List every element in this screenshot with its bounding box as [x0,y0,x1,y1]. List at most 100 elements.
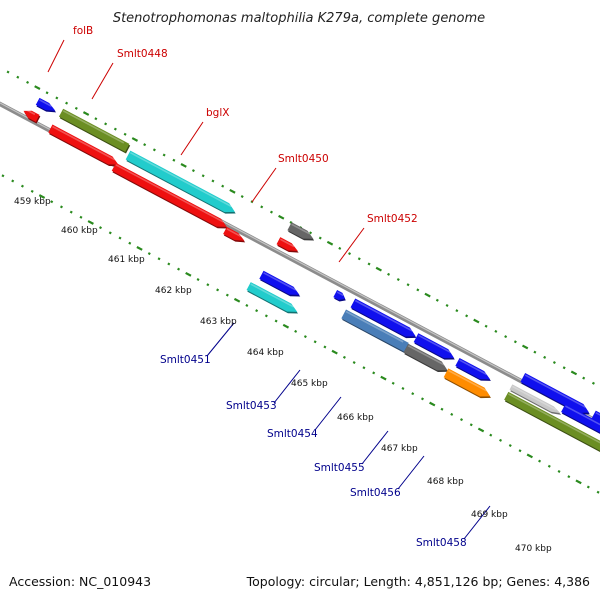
upper-scale-tick [357,257,361,261]
gene-feature-body [520,373,590,413]
lower-scale-tick [118,236,122,240]
upper-scale-tick [533,350,537,354]
upper-scale-tick [396,278,400,282]
gene-feature-red [223,226,246,243]
upper-scale-tick [455,309,459,313]
kbp-label: 461 kbp [108,255,145,265]
gene-feature-body [350,298,416,337]
lower-scale-tick [20,184,24,188]
gene-feature-body [443,368,491,397]
kbp-label: 465 kbp [291,379,328,389]
label-leader-line [361,430,389,465]
lower-scale-tick [206,283,210,287]
lower-scale-tick [245,303,249,307]
lower-scale-tick [380,375,387,381]
gene-feature-blue [455,357,491,381]
upper-scale-tick [424,292,431,298]
upper-scale-tick [591,381,595,385]
gene-feature-cyan [125,150,236,214]
gene-label-smlt0454: Smlt0454 [267,428,318,440]
gene-label-smlt0452: Smlt0452 [367,213,418,225]
lower-scale-tick [294,329,298,333]
upper-scale-tick [104,122,108,126]
gene-feature-blue [333,290,346,302]
kbp-label: 470 kbp [515,544,552,554]
upper-scale-tick [318,236,322,240]
upper-scale-tick [338,246,342,250]
upper-scale-tick [180,163,187,168]
lower-scale-tick [518,449,522,453]
upper-scale-tick [45,91,49,95]
lower-scale-tick [489,433,493,437]
gene-feature-olive [58,108,131,154]
gene-label-smlt0450: Smlt0450 [278,153,329,165]
upper-scale-tick [406,283,410,287]
upper-scale-tick [172,158,176,162]
gene-label-smlt0455: Smlt0455 [314,462,365,474]
lower-scale-tick [157,257,161,261]
kbp-label: 462 kbp [155,286,192,296]
upper-scale-tick [552,361,556,365]
upper-scale-tick [240,195,244,199]
lower-scale-tick [196,278,200,282]
gene-feature-body [276,237,298,252]
upper-scale-tick [367,262,371,266]
gene-feature-body [223,226,245,241]
lower-scale-tick [460,418,463,422]
gene-feature-highlight [130,152,232,208]
lower-scale-tick [450,412,454,416]
lower-scale-tick [11,179,15,183]
gene-feature-highlight [291,223,311,235]
gene-feature-highlight [595,411,600,416]
lower-scale-tick [440,407,444,411]
lower-scale-tick [79,215,83,219]
gene-feature-highlight [354,299,413,332]
gene-feature-highlight [407,345,445,366]
lower-scale-tick [303,335,307,339]
label-leader-line [273,369,301,404]
upper-scale-tick [504,335,508,339]
gene-feature-blue [35,97,57,113]
gene-feature-body [341,309,409,352]
upper-scale-tick [131,137,139,142]
upper-scale-tick [582,376,586,380]
gene-feature-red [276,237,299,253]
gene-feature-highlight [25,108,36,116]
lower-scale-tick [264,314,268,318]
gene-feature-orange [443,368,491,399]
gene-feature-body [561,404,600,433]
gene-feature-body [455,357,491,380]
gene-label-smlt0451: Smlt0451 [160,354,211,366]
lower-scale-tick [313,340,317,344]
kbp-label: 460 kbp [61,226,98,236]
gene-feature-highlight [524,374,587,409]
gene-feature-red [23,108,41,124]
lower-scale-tick [362,366,366,370]
gene-feature-steelblue [341,309,410,354]
upper-scale-tick [416,288,420,292]
gene-feature-highlight [279,238,295,248]
gene-label-bglx: bglX [206,107,229,119]
gene-feature-highlight [115,164,224,223]
lower-scale-tick [185,271,192,277]
lower-scale-tick [274,319,278,323]
lower-scale-tick [391,381,395,385]
gene-feature-red [48,124,120,167]
upper-scale-tick [201,174,205,178]
gene-feature-highlight [226,228,242,237]
kbp-label: 467 kbp [381,444,418,454]
lower-scale-tick [99,226,102,230]
lower-scale-tick [128,241,132,245]
gene-feature-olive [504,391,600,452]
gene-feature-body [413,333,454,359]
lower-scale-tick [575,479,582,485]
gene-feature-highlight [336,291,344,297]
gene-feature-blue [259,270,301,297]
upper-scale-tick [211,179,215,183]
upper-scale-tick [74,106,78,110]
kbp-label: 468 kbp [427,477,464,487]
gene-feature-highlight [418,334,452,354]
lower-scale-tick [30,189,34,193]
upper-scale-tick [113,127,117,131]
